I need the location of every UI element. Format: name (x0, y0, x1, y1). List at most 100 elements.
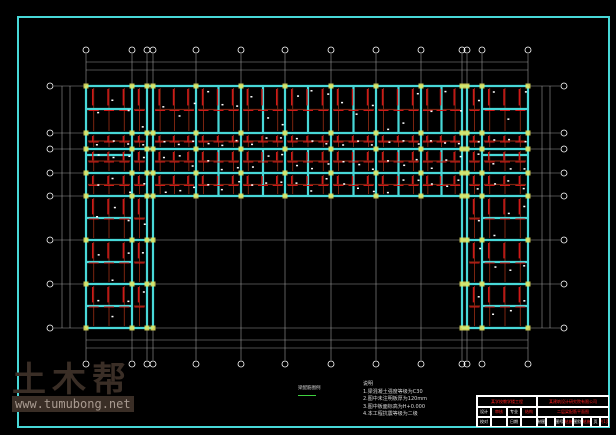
beam-label (310, 90, 313, 92)
column (479, 146, 485, 152)
beam-label (267, 155, 270, 157)
beam-label (178, 115, 181, 117)
axis-bubble-icon (46, 280, 54, 288)
beam-label (388, 141, 391, 143)
beam-label (220, 168, 223, 171)
column (459, 193, 465, 199)
column (238, 146, 244, 152)
beam-label (111, 279, 114, 281)
title-block-cell: 图别 (573, 417, 582, 427)
column (328, 83, 334, 89)
column (282, 83, 288, 89)
beam-label (327, 163, 330, 165)
column (144, 146, 150, 152)
beam-label (127, 143, 130, 145)
axis-bubble-icon (417, 360, 425, 368)
beam-label (192, 140, 195, 143)
beam-label (358, 163, 361, 166)
beam-label (113, 206, 116, 209)
column (479, 281, 485, 287)
project-name: 某学校教学楼工程 (477, 396, 537, 407)
column (83, 281, 89, 287)
column (150, 193, 156, 199)
beam-label (508, 138, 511, 141)
beam-label (341, 101, 344, 104)
axis-bubble-icon (281, 46, 289, 54)
beam-label (177, 143, 180, 146)
column (144, 170, 150, 176)
beam-label (372, 190, 375, 193)
axis-bubble-icon (237, 360, 245, 368)
beam-label (142, 156, 145, 159)
beam-label (220, 188, 223, 191)
beam-label (477, 219, 480, 222)
axis-bubble-icon (560, 169, 568, 177)
column (525, 193, 531, 199)
column (129, 146, 135, 152)
column (193, 130, 199, 136)
beam-label (492, 163, 495, 165)
column (150, 130, 156, 136)
axis-bubble-icon (327, 46, 335, 54)
beam-label (127, 219, 130, 222)
column (459, 146, 465, 152)
column (418, 130, 424, 136)
column (144, 130, 150, 136)
beam-label (143, 223, 146, 226)
column (150, 170, 156, 176)
column (83, 130, 89, 136)
axis-bubble-icon (458, 46, 466, 54)
axis-bubble-icon (46, 236, 54, 244)
beam-label (477, 99, 480, 102)
beam-label (325, 143, 328, 145)
column (282, 170, 288, 176)
beam-label (342, 160, 345, 163)
beam-label (179, 189, 182, 192)
beam-label (371, 168, 374, 170)
beam-label (207, 184, 210, 186)
column (525, 237, 531, 243)
company-name: 某建筑设计研究院有限公司 (537, 396, 609, 407)
beam-label (509, 269, 512, 271)
beam-label (430, 183, 433, 185)
beam-label (97, 299, 100, 302)
beam-label (446, 185, 449, 188)
column (459, 237, 465, 243)
column (144, 83, 150, 89)
column (418, 193, 424, 199)
axis-bubble-icon (560, 129, 568, 137)
axis-bubble-icon (560, 236, 568, 244)
column (328, 130, 334, 136)
beam-label (141, 126, 144, 128)
beam-label (327, 93, 330, 95)
column (129, 170, 135, 176)
column (144, 325, 150, 331)
beam-label (524, 140, 527, 143)
title-block-cell: 共1页 (600, 417, 609, 427)
beam-label (523, 168, 526, 170)
beam-label (386, 191, 389, 194)
beam-label (356, 187, 359, 190)
title-block-cell: 图号 (555, 417, 564, 427)
axis-bubble-icon (524, 46, 532, 54)
beam-label (430, 167, 433, 170)
column (193, 83, 199, 89)
axis-bubble-icon (478, 360, 486, 368)
column (129, 83, 135, 89)
beam-label (97, 184, 100, 186)
column (464, 193, 470, 199)
column (282, 130, 288, 136)
axis-bubble-icon (560, 280, 568, 288)
note-item: 4.本工程抗震等级为二级 (363, 411, 418, 417)
note-item: 3.图中板面标高为H+0.000 (363, 403, 426, 410)
beam-label (459, 155, 462, 158)
beam-label (129, 191, 132, 194)
column (373, 193, 379, 199)
axis-bubble-icon (327, 360, 335, 368)
beam-label (387, 160, 390, 162)
axis-bubble-icon (458, 360, 466, 368)
column (238, 193, 244, 199)
axis-bubble-icon (128, 46, 136, 54)
column (464, 170, 470, 176)
